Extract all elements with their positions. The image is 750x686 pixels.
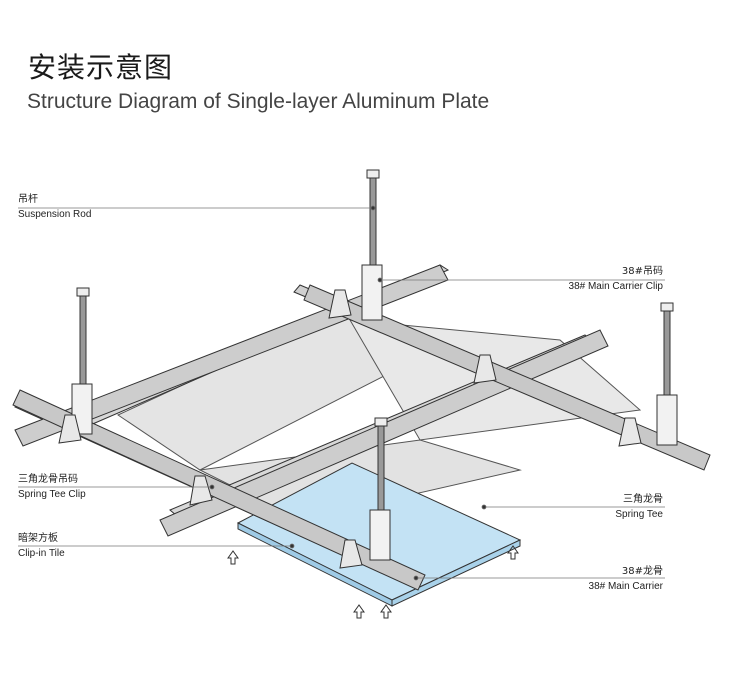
spring-tee-label: 三角龙骨 Spring Tee — [615, 494, 663, 521]
spring-tee-clip — [618, 417, 642, 447]
spring-tee-clips — [58, 289, 642, 569]
spring-tee-clip — [328, 289, 352, 319]
up-arrow-icon — [353, 604, 365, 619]
suspension-rod — [71, 287, 93, 435]
suspension-rod — [369, 417, 391, 561]
suspension-rod — [361, 169, 383, 321]
suspension-rod-label-en: Suspension Rod — [18, 209, 92, 220]
suspension-rod — [656, 302, 678, 446]
spring-tee-clip-label-cn: 三角龙骨吊码 — [18, 474, 78, 485]
up-arrow-icon — [507, 545, 519, 560]
spring-tee-clip — [473, 354, 497, 384]
spring-tee-clip — [58, 414, 82, 444]
clip-in-tile-label-cn: 暗架方板 — [18, 533, 58, 544]
main-carrier-rail — [303, 284, 711, 471]
main-carrier-label-cn: 38#龙骨 — [621, 566, 663, 577]
install-arrows — [227, 545, 519, 619]
spring-tee-clip-label: 三角龙骨吊码 Spring Tee Clip — [18, 474, 86, 501]
leader-lines — [18, 205, 665, 581]
main-carrier-clip-label-en: 38# Main Carrier Clip — [568, 281, 663, 292]
up-arrow-icon — [227, 550, 239, 565]
page-title-cn: 安装示意图 — [28, 51, 174, 84]
suspension-rods — [71, 169, 678, 561]
suspension-rod-label: 吊杆 Suspension Rod — [18, 194, 91, 221]
spring-tee-clip-label-en: Spring Tee Clip — [18, 489, 86, 500]
page-title-en: Structure Diagram of Single-layer Alumin… — [27, 90, 490, 113]
suspension-rod-label-cn: 吊杆 — [18, 194, 38, 205]
spring-tee-label-en: Spring Tee — [615, 509, 663, 520]
main-carrier-rail — [12, 389, 426, 591]
spring-tee-clip — [189, 475, 213, 506]
clip-in-tile-label-en: Clip-in Tile — [18, 548, 65, 559]
clip-in-tile-label: 暗架方板 Clip-in Tile — [18, 533, 65, 560]
main-carrier-clip-label-cn: 38#吊码 — [621, 266, 663, 277]
up-arrow-icon — [380, 604, 392, 619]
spring-tee-label-cn: 三角龙骨 — [623, 494, 663, 505]
main-carrier-clip-label: 38#吊码 38# Main Carrier Clip — [569, 266, 663, 293]
spring-tee-clip — [339, 539, 363, 569]
main-carrier-label-en: 38# Main Carrier — [588, 581, 663, 592]
main-carrier-label: 38#龙骨 38# Main Carrier — [589, 566, 663, 593]
